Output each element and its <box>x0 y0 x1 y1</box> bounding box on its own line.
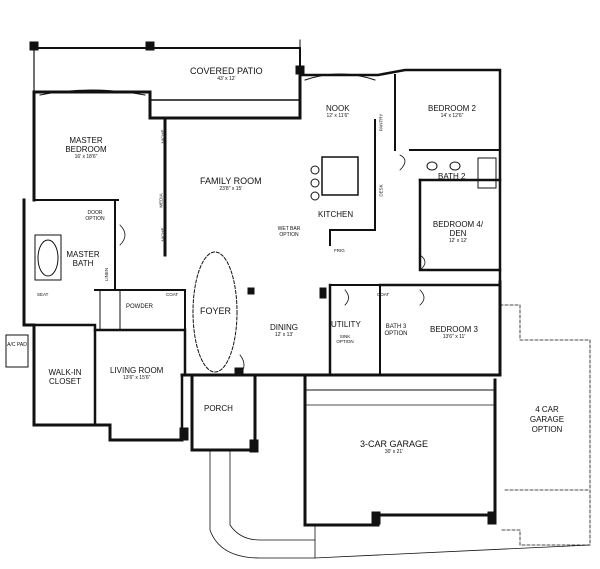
room-label-master-bedroom: MASTER BEDROOM 16' x 18'6" <box>65 136 107 160</box>
room-label-covered-patio: COVERED PATIO 43' x 12' <box>190 66 263 83</box>
room-label-bath2: BATH 2 <box>438 172 466 181</box>
bathtub <box>37 239 59 277</box>
label-niche-upper: NICHE <box>160 129 166 144</box>
label-linen: LINEN <box>104 267 110 282</box>
label-desk: DESK <box>378 184 384 197</box>
room-label-walkin-closet: WALK-IN CLOSET <box>48 368 82 386</box>
room-label-bath3: BATH 3 OPTION <box>384 324 408 337</box>
room-label-nook: NOOK 12' x 11'6" <box>326 104 350 119</box>
kitchen-island <box>321 156 359 196</box>
room-label-bedroom4: BEDROOM 4/ DEN 12' x 12' <box>432 220 484 244</box>
label-niche-lower: NICHE <box>160 227 166 242</box>
room-label-utility: UTILITY <box>331 320 361 329</box>
label-coat-hall: COAT <box>377 292 390 297</box>
label-coat-foyer: COAT <box>166 292 179 297</box>
garage-option-outline <box>499 304 591 546</box>
room-label-kitchen: KITCHEN <box>318 210 354 219</box>
room-label-bedroom3: BEDROOM 3 13'6" x 11' <box>430 325 479 340</box>
room-label-garage: 3-CAR GARAGE 30' x 21' <box>360 439 429 456</box>
room-label-living-room: LIVING ROOM 13'6" x 15'6" <box>110 366 164 381</box>
room-label-dining: DINING 12' x 13' <box>270 323 298 338</box>
patio-outline <box>33 47 301 119</box>
room-label-ac-pad: A/C PAD <box>7 342 27 348</box>
room-label-porch: PORCH <box>204 404 233 413</box>
label-media: MEDIA <box>158 193 164 208</box>
room-label-master-bath: MASTER BATH <box>66 250 100 268</box>
label-seat: SEAT <box>37 292 49 297</box>
label-frig: FRIG <box>334 248 345 253</box>
room-label-family-room: FAMILY ROOM 23'8" x 15' <box>200 176 262 193</box>
foyer-ellipse <box>192 251 238 373</box>
label-pantry: PANTRY <box>378 113 384 132</box>
room-label-garage-option: 4 CAR GARAGE OPTION <box>529 405 565 434</box>
label-sink-option: SINK OPTION <box>336 334 354 344</box>
label-wet-bar: WET BAR OPTION <box>277 226 301 238</box>
room-label-bedroom2: BEDROOM 2 14' x 12'6" <box>428 104 477 119</box>
ac-pad <box>5 334 29 368</box>
room-label-powder: POWDER <box>126 304 153 310</box>
room-label-foyer: FOYER <box>200 306 232 316</box>
label-door-option: DOOR OPTION <box>85 210 105 222</box>
